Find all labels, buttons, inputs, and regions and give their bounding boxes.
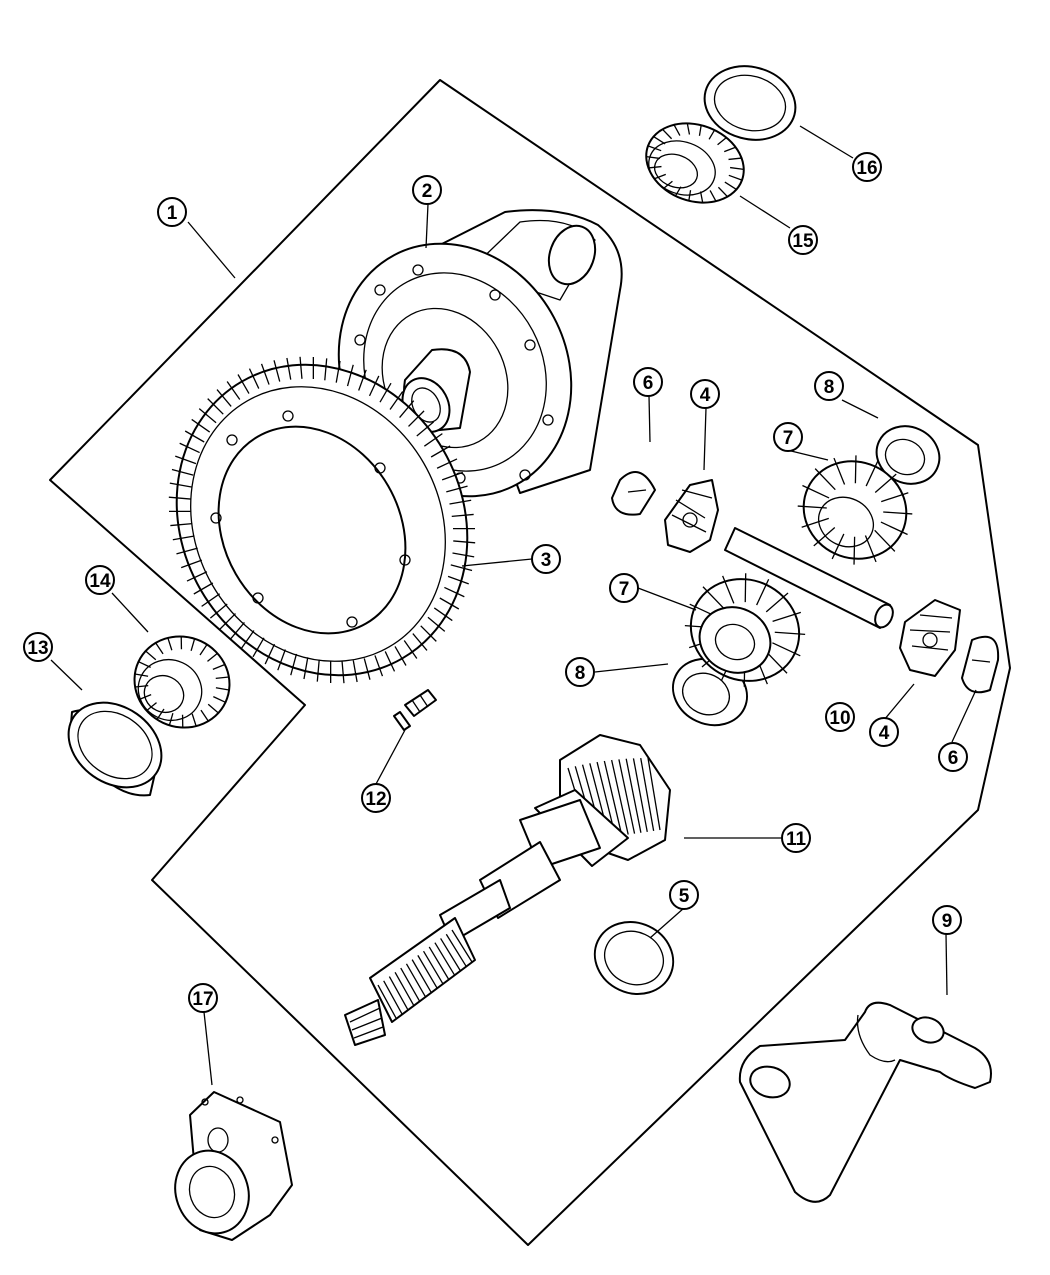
callout-number: 6 [948,748,959,769]
callout-17: 17 [188,983,218,1013]
callout-number: 11 [786,829,807,850]
callout-circle [361,783,391,813]
callout-3: 3 [531,544,561,574]
callout-circle [23,632,53,662]
ring-gear-3 [168,356,476,684]
callout-circle [85,565,115,595]
callout-number: 7 [619,579,630,600]
callout-number: 8 [824,377,835,398]
pinion-shaft-10 [724,527,894,629]
callout-circle [814,371,844,401]
callout-6b: 6 [938,742,968,772]
callout-6a: 6 [633,367,663,397]
callout-16: 16 [852,152,882,182]
callout-number: 10 [829,708,850,729]
bearing-cup-16 [703,65,797,141]
callout-circle [609,573,639,603]
callout-circle [852,152,882,182]
callout-13: 13 [23,632,53,662]
callout-circle [690,379,720,409]
callout-number: 4 [700,385,711,406]
callout-8b: 8 [565,657,595,687]
pinion-gear-4-top [664,479,719,553]
callout-8a: 8 [814,371,844,401]
bolt-12 [393,689,437,731]
callout-number: 6 [643,373,654,394]
callout-number: 8 [575,663,586,684]
callout-number: 7 [783,428,794,449]
pinion-gear-4-bottom [899,599,961,677]
bearing-cone-14 [133,635,231,729]
callout-number: 14 [89,571,111,592]
callout-7a: 7 [773,422,803,452]
callout-number: 17 [192,989,213,1010]
side-gear-7-bottom [684,573,806,687]
callout-12: 12 [361,783,391,813]
callout-circle [412,175,442,205]
callout-circle [781,823,811,853]
callout-5: 5 [669,880,699,910]
callout-circle [773,422,803,452]
callout-number: 5 [679,886,690,907]
callout-circle [531,544,561,574]
callout-11: 11 [781,823,811,853]
bearing-cone-15 [645,122,745,204]
callout-10: 10 [825,702,855,732]
leader-lines [50,125,977,1086]
callout-number: 13 [27,638,48,659]
side-gear-7-top [797,455,913,565]
assembly-outline [49,79,1011,1246]
callout-circle [788,225,818,255]
bearing-cup-13 [67,701,163,797]
callout-4a: 4 [690,379,720,409]
callout-number: 3 [541,550,552,571]
callout-number: 2 [422,181,433,202]
callout-14: 14 [85,565,115,595]
callout-15: 15 [788,225,818,255]
thrust-washer-6-left [611,471,656,516]
callout-number: 4 [879,723,890,744]
thrust-washer-6-right [961,635,1000,694]
callout-circle [869,717,899,747]
callout-number: 15 [792,231,814,252]
bracket-9 [738,1001,992,1203]
callout-circle [932,905,962,935]
callout-circle [938,742,968,772]
retainer-17 [174,1091,293,1241]
shim-5 [593,921,675,995]
callout-circle [565,657,595,687]
callout-circle [188,983,218,1013]
callout-circle [157,197,187,227]
output-shaft-11 [344,734,671,1046]
callout-2: 2 [412,175,442,205]
callout-1: 1 [157,197,187,227]
callout-7b: 7 [609,573,639,603]
callout-4b: 4 [869,717,899,747]
callout-circle [825,702,855,732]
thrust-washer-8-top [875,425,941,485]
callout-number: 1 [167,203,178,224]
callout-circle [669,880,699,910]
callout-number: 16 [856,158,877,179]
callout-9: 9 [932,905,962,935]
callout-number: 9 [942,911,953,932]
callout-number: 12 [365,789,386,810]
callout-circle [633,367,663,397]
